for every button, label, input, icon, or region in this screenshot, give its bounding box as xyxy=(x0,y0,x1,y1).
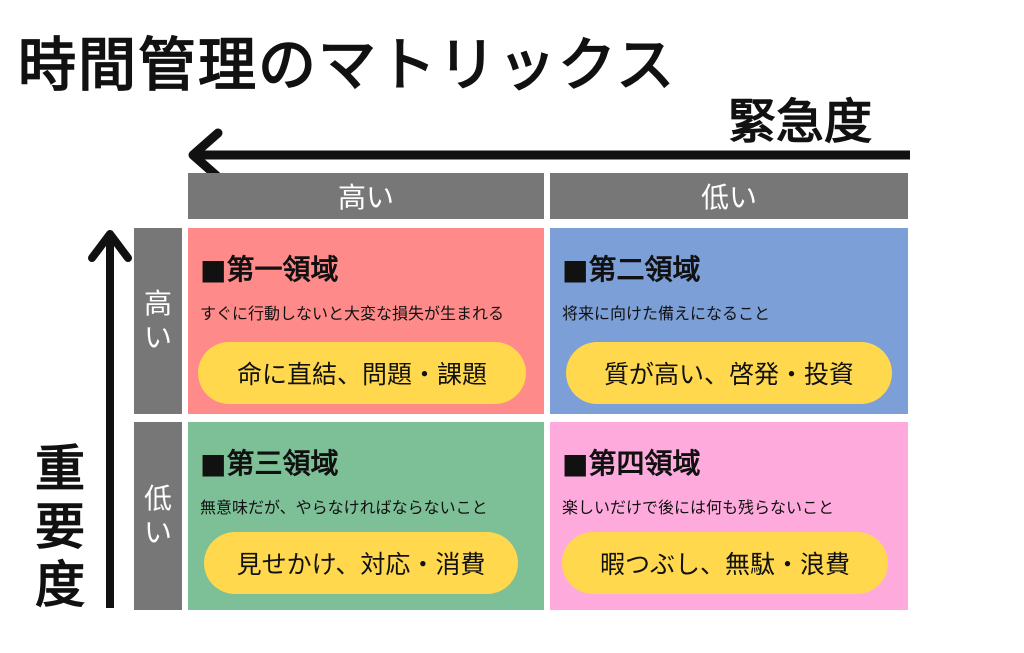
col-header-high: 高い xyxy=(188,173,544,219)
row-header-low-char-1: 低 xyxy=(143,482,172,515)
quadrant-description: 無意味だが、やらなければならないこと xyxy=(200,498,488,517)
urgency-arrow xyxy=(188,128,910,182)
importance-char-1: 重 xyxy=(35,440,85,498)
importance-arrow xyxy=(88,230,132,608)
row-header-high-char-1: 高 xyxy=(143,287,172,320)
quadrant-title: ■第四領域 xyxy=(562,447,701,480)
quadrant-description: 将来に向けた備えになること xyxy=(562,304,771,323)
row-header-low: 低 い xyxy=(134,422,182,610)
quadrant-tag: 命に直結、問題・課題 xyxy=(198,342,526,404)
quadrant-4: ■第四領域 楽しいだけで後には何も残らないこと 暇つぶし、無駄・浪費 xyxy=(550,422,908,610)
quadrant-description: 楽しいだけで後には何も残らないこと xyxy=(562,498,835,517)
quadrant-2: ■第二領域 将来に向けた備えになること 質が高い、啓発・投資 xyxy=(550,228,908,414)
quadrant-title: ■第二領域 xyxy=(562,253,701,286)
quadrant-tag: 暇つぶし、無駄・浪費 xyxy=(562,532,888,594)
row-header-high-char-2: い xyxy=(143,321,172,354)
quadrant-tag: 質が高い、啓発・投資 xyxy=(566,342,892,404)
col-header-low: 低い xyxy=(550,173,908,219)
quadrant-1: ■第一領域 すぐに行動しないと大変な損失が生まれる 命に直結、問題・課題 xyxy=(188,228,544,414)
quadrant-title: ■第一領域 xyxy=(200,253,339,286)
page-title: 時間管理のマトリックス xyxy=(18,31,677,99)
importance-char-2: 要 xyxy=(35,498,85,556)
row-header-low-char-2: い xyxy=(143,516,172,549)
urgency-axis-label: 緊急度 xyxy=(728,94,873,150)
quadrant-3: ■第三領域 無意味だが、やらなければならないこと 見せかけ、対応・消費 xyxy=(188,422,544,610)
quadrant-title: ■第三領域 xyxy=(200,447,339,480)
importance-axis-label: 重 要 度 xyxy=(32,440,88,614)
quadrant-tag: 見せかけ、対応・消費 xyxy=(204,532,518,594)
importance-char-3: 度 xyxy=(35,556,85,614)
row-header-high: 高 い xyxy=(134,228,182,414)
quadrant-description: すぐに行動しないと大変な損失が生まれる xyxy=(200,304,505,323)
